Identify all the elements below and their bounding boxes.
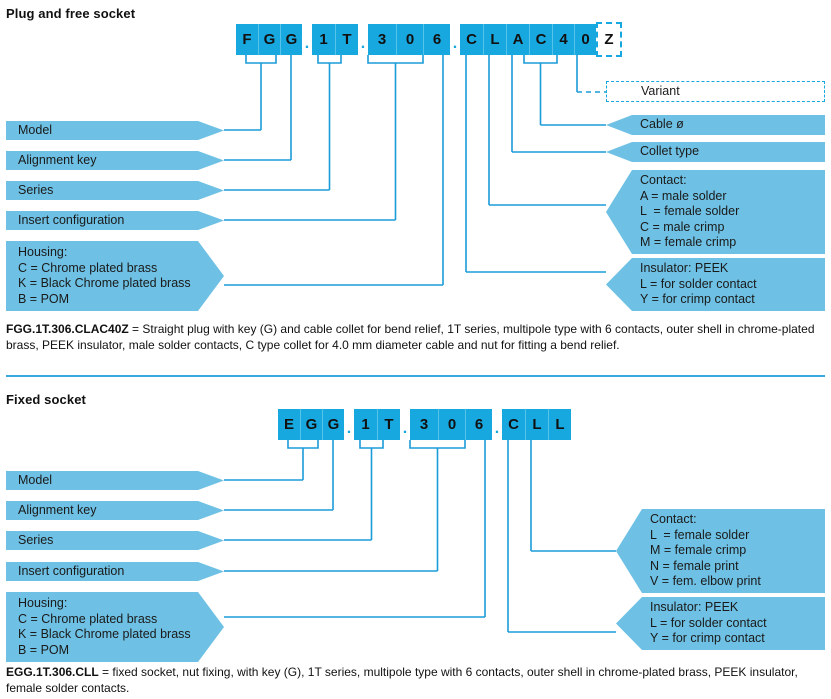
caption-fixed-socket: EGG.1T.306.CLL = fixed socket, nut fixin… — [6, 665, 826, 696]
code-separator-dot: . — [358, 24, 368, 55]
label-contact[interactable]: Contact: L = female solder M = female cr… — [616, 509, 825, 593]
label-text: Insulator: PEEK L = for solder contact Y… — [640, 261, 757, 307]
code-cell[interactable]: L — [548, 409, 571, 440]
label-housing[interactable]: Housing: C = Chrome plated brass K = Bla… — [6, 592, 224, 662]
code-cell-variant[interactable]: Z — [596, 22, 622, 57]
code-cell[interactable]: 4 — [552, 24, 574, 55]
label-text: Variant — [641, 83, 680, 98]
code-cell[interactable]: G — [300, 409, 322, 440]
label-housing[interactable]: Housing: C = Chrome plated brass K = Bla… — [6, 241, 224, 311]
label-text: Alignment key — [18, 502, 97, 517]
code-cell[interactable]: A — [506, 24, 529, 55]
label-text: Housing: C = Chrome plated brass K = Bla… — [18, 245, 191, 306]
label-collet-type[interactable]: Collet type — [606, 142, 825, 162]
code-cell[interactable]: 6 — [465, 409, 492, 440]
code-cell[interactable]: 0 — [438, 409, 465, 440]
caption-code: FGG.1T.306.CLAC40Z — [6, 322, 129, 336]
code-cell[interactable]: 6 — [423, 24, 450, 55]
label-text: Model — [18, 472, 53, 487]
code-cell[interactable]: G — [322, 409, 344, 440]
label-text: Collet type — [640, 144, 700, 159]
code-cell[interactable]: 3 — [368, 24, 396, 55]
label-insert-configuration[interactable]: Insert configuration — [6, 211, 224, 230]
code-cell[interactable]: 3 — [410, 409, 438, 440]
code-separator-dot: . — [302, 24, 312, 55]
label-cable-diameter[interactable]: Cable ø — [606, 115, 825, 135]
code-separator-dot: . — [492, 409, 502, 440]
label-alignment-key[interactable]: Alignment key — [6, 151, 224, 170]
code-cell[interactable]: L — [525, 409, 548, 440]
section-title-fixed-socket: Fixed socket — [6, 392, 86, 407]
label-text: Series — [18, 532, 54, 547]
code-cell[interactable]: G — [258, 24, 280, 55]
section-title-plug-free-socket: Plug and free socket — [6, 6, 136, 21]
code-separator-dot: . — [450, 24, 460, 55]
code-cell[interactable]: E — [278, 409, 300, 440]
label-text: Series — [18, 182, 54, 197]
code-cell[interactable]: 0 — [574, 24, 596, 55]
label-model[interactable]: Model — [6, 471, 224, 490]
caption-body: = fixed socket, nut fixing, with key (G)… — [6, 665, 798, 695]
label-text: Contact: L = female solder M = female cr… — [650, 512, 761, 589]
label-text: Insert configuration — [18, 563, 125, 578]
label-text: Housing: C = Chrome plated brass K = Bla… — [18, 596, 191, 657]
code-cell[interactable]: T — [377, 409, 400, 440]
code-cell[interactable]: F — [236, 24, 258, 55]
section-divider — [6, 375, 825, 377]
label-text: Cable ø — [640, 117, 684, 132]
label-text: Contact: A = male solder L = female sold… — [640, 173, 740, 250]
label-series[interactable]: Series — [6, 181, 224, 200]
label-model[interactable]: Model — [6, 121, 224, 140]
code-cell[interactable]: L — [483, 24, 506, 55]
label-insulator[interactable]: Insulator: PEEK L = for solder contact Y… — [616, 597, 825, 650]
code-cell[interactable]: C — [460, 24, 483, 55]
code-cell[interactable]: G — [280, 24, 302, 55]
label-series[interactable]: Series — [6, 531, 224, 550]
code-cell[interactable]: 1 — [354, 409, 377, 440]
code-cell[interactable]: 0 — [396, 24, 423, 55]
label-contact[interactable]: Contact: A = male solder L = female sold… — [606, 170, 825, 254]
label-insert-configuration[interactable]: Insert configuration — [6, 562, 224, 581]
code-cell[interactable]: C — [502, 409, 525, 440]
code-separator-dot: . — [344, 409, 354, 440]
code-cell[interactable]: C — [529, 24, 552, 55]
label-variant[interactable]: Variant — [606, 81, 825, 102]
code-cell[interactable]: 1 — [312, 24, 335, 55]
label-text: Insert configuration — [18, 212, 125, 227]
label-text: Model — [18, 122, 53, 137]
caption-body: = Straight plug with key (G) and cable c… — [6, 322, 815, 352]
code-separator-dot: . — [400, 409, 410, 440]
label-text: Alignment key — [18, 152, 97, 167]
caption-code: EGG.1T.306.CLL — [6, 665, 99, 679]
label-insulator[interactable]: Insulator: PEEK L = for solder contact Y… — [606, 258, 825, 311]
caption-plug-free-socket: FGG.1T.306.CLAC40Z = Straight plug with … — [6, 322, 826, 353]
label-text: Insulator: PEEK L = for solder contact Y… — [650, 600, 767, 646]
label-alignment-key[interactable]: Alignment key — [6, 501, 224, 520]
code-cell[interactable]: T — [335, 24, 358, 55]
